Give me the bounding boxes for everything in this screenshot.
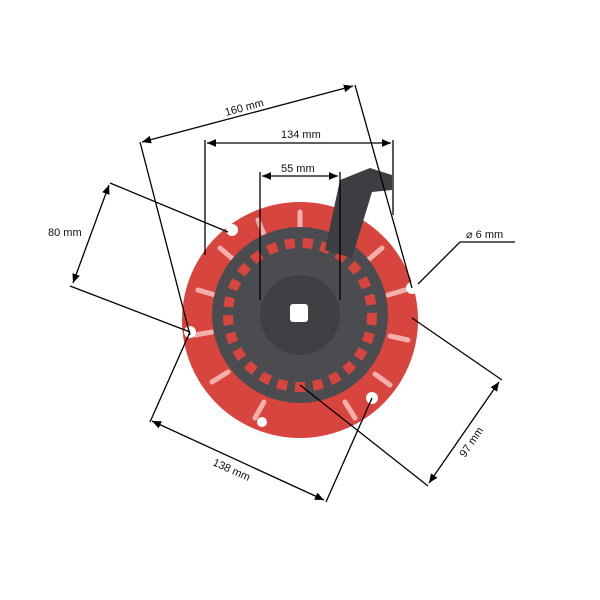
label-hole: ⌀ 6 mm (466, 229, 503, 241)
dim-138 (151, 420, 325, 501)
dim-160 (141, 84, 354, 144)
hub-logo (290, 304, 308, 322)
label-55: 55 mm (281, 163, 315, 175)
label-97: 97 mm (458, 425, 487, 460)
housing-ribs (192, 209, 411, 421)
label-160: 160 mm (224, 97, 266, 119)
starter-photo (182, 168, 418, 438)
dim-97 (428, 381, 500, 484)
label-134: 134 mm (281, 129, 321, 141)
label-138: 138 mm (211, 457, 252, 484)
label-80: 80 mm (48, 227, 82, 239)
dimension-lines (69, 84, 515, 503)
dim-hole-leader (417, 241, 515, 285)
cover-slots (223, 238, 377, 392)
mount-hole (257, 417, 267, 427)
mount-hole (226, 224, 238, 236)
pull-handle (325, 168, 392, 258)
dim-80 (72, 184, 110, 284)
